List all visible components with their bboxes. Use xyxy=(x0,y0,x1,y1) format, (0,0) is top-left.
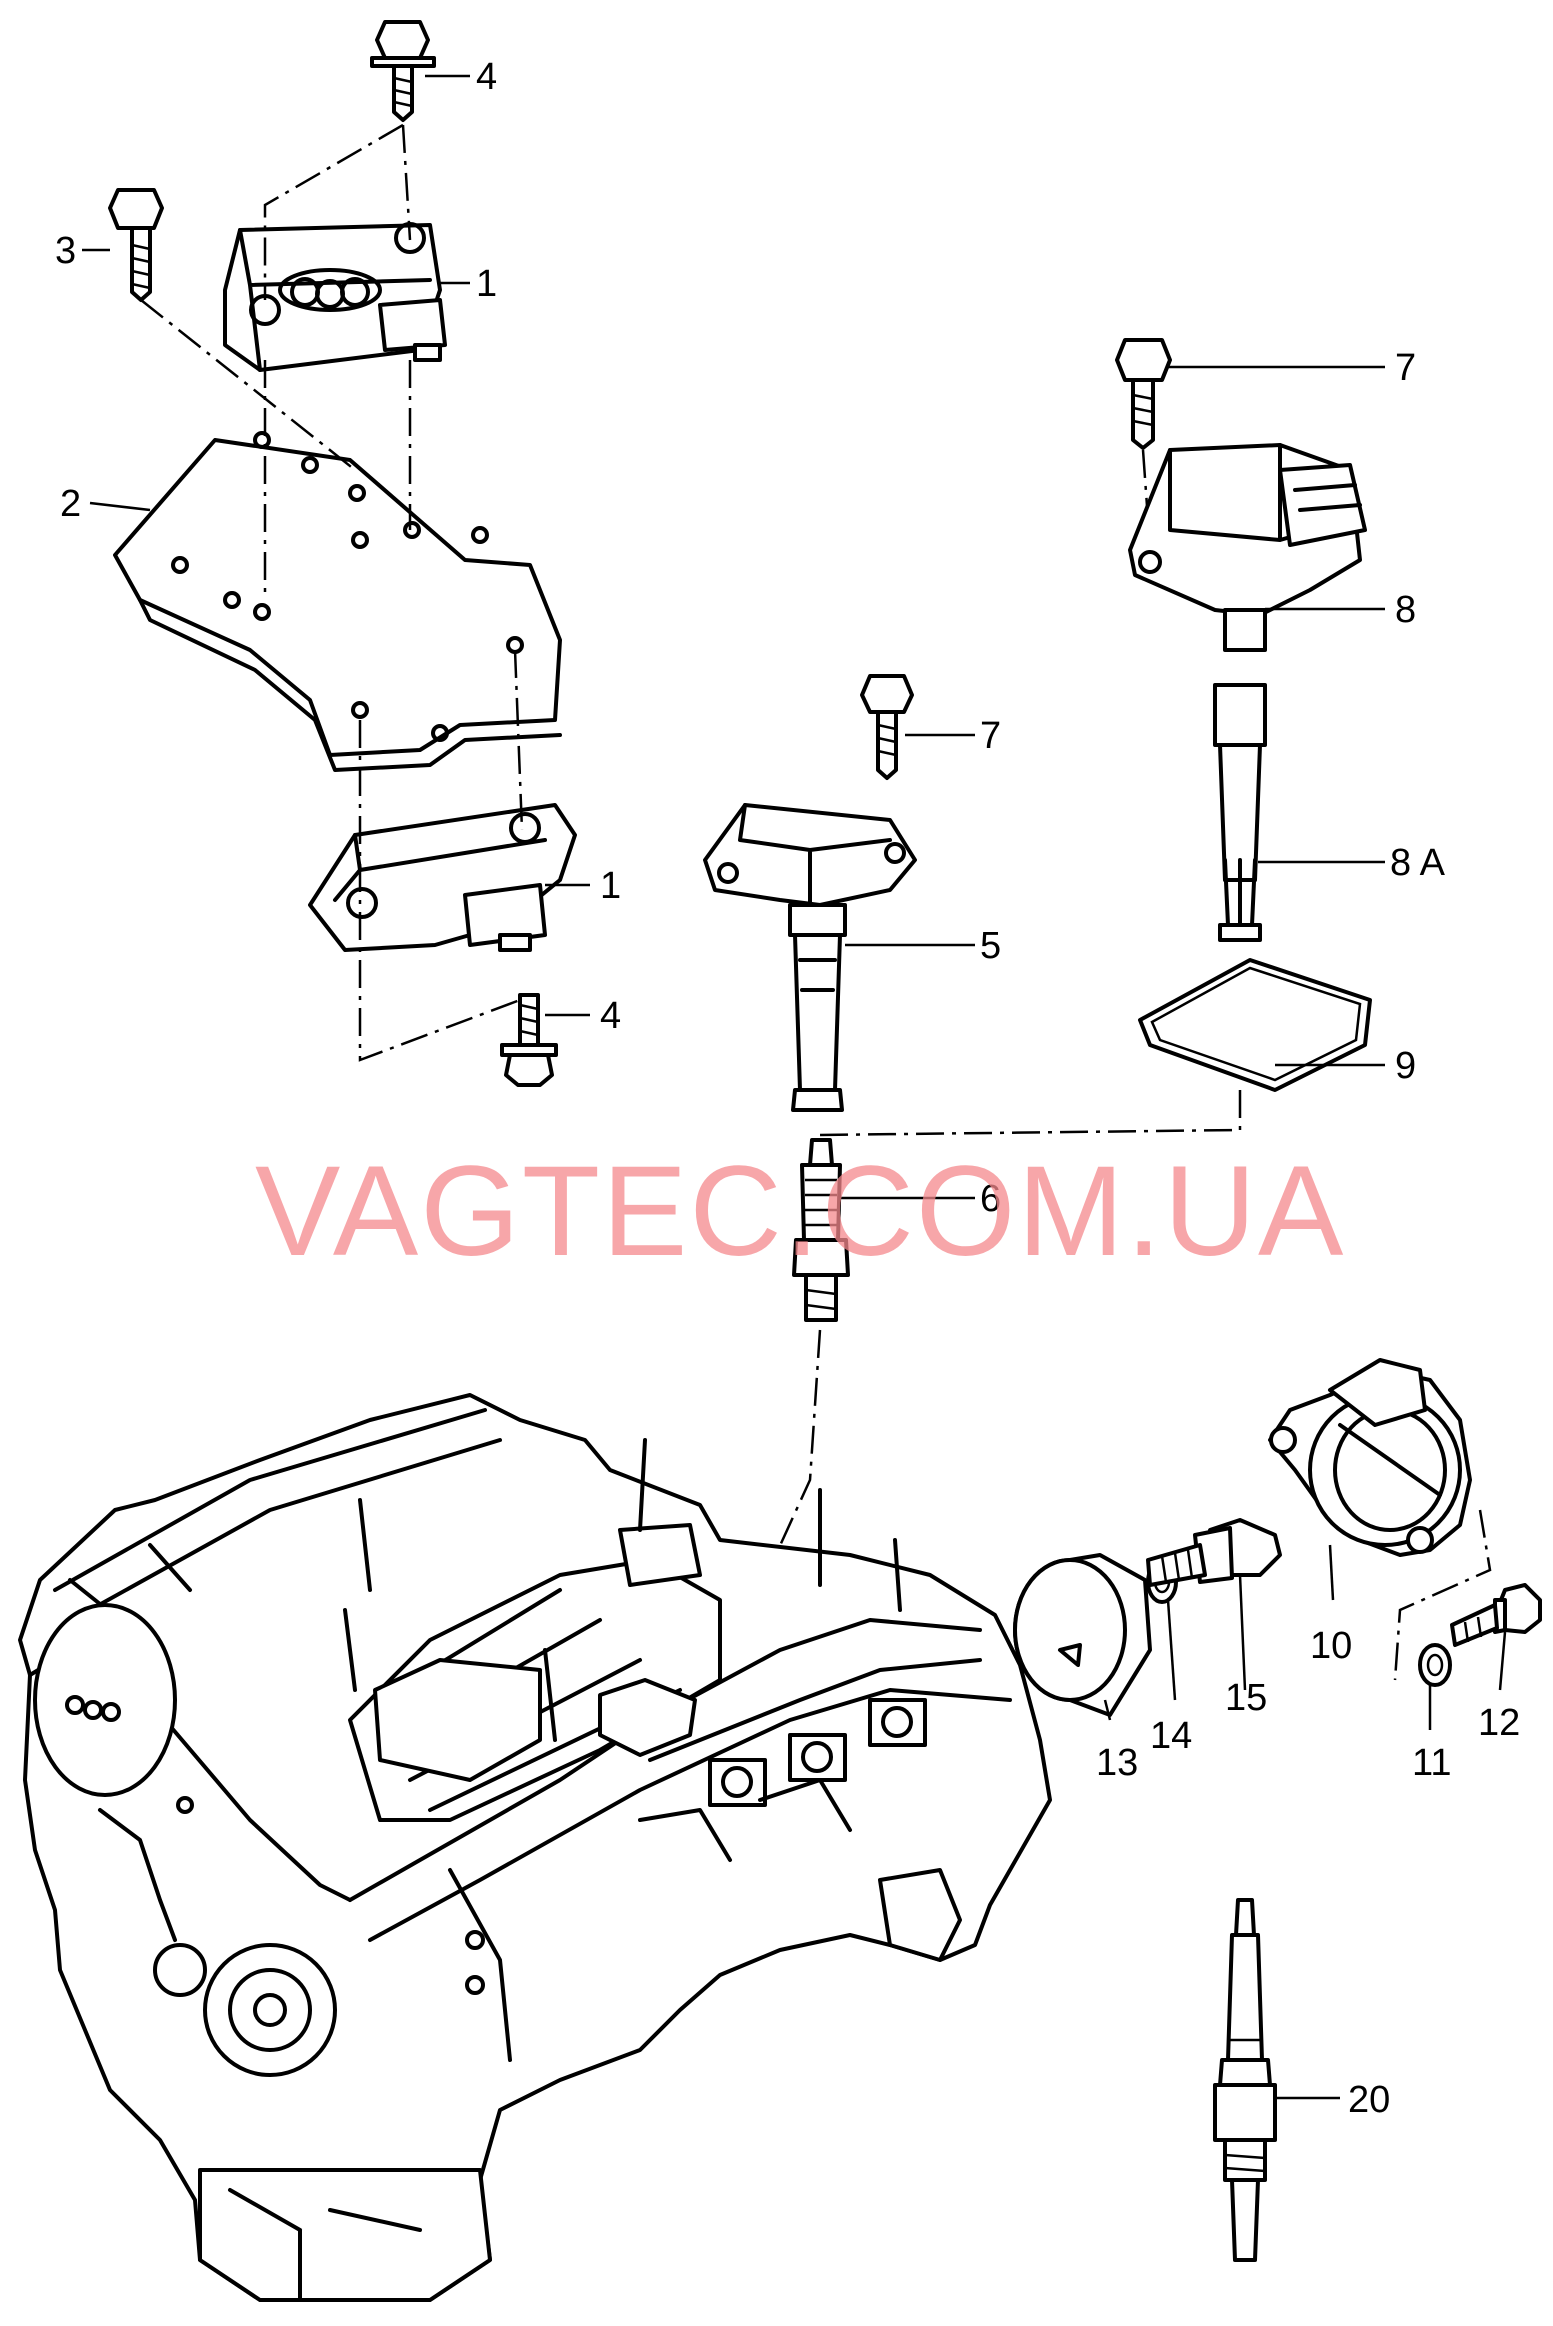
extension-8a[interactable] xyxy=(1213,683,1267,942)
bolt-7-right[interactable] xyxy=(1115,338,1172,450)
callout-14: 14 xyxy=(1150,1715,1192,1757)
bracket-10[interactable] xyxy=(1268,1358,1472,1557)
assembly-line xyxy=(1393,1509,1492,1681)
control-unit-1-lower[interactable] xyxy=(308,803,577,952)
callout-10: 10 xyxy=(1310,1625,1352,1667)
callout-1-lower: 1 xyxy=(600,865,621,907)
watermark-text: VAGTEC.COM.UA xyxy=(255,1140,1345,1283)
bolt-12[interactable] xyxy=(1450,1583,1542,1647)
callout-3: 3 xyxy=(55,230,76,272)
callout-8a: 8 A xyxy=(1390,842,1446,884)
mounting-bracket-2[interactable] xyxy=(113,431,562,772)
control-unit-1-top[interactable] xyxy=(223,222,447,372)
callout-4-lower: 4 xyxy=(600,995,621,1037)
callout-2: 2 xyxy=(60,483,81,525)
bolt-4-lower[interactable] xyxy=(500,993,558,1087)
callout-13: 13 xyxy=(1096,1742,1138,1784)
assembly-line xyxy=(401,124,412,241)
callout-12: 12 xyxy=(1478,1702,1520,1744)
bolt-15[interactable] xyxy=(1146,1518,1282,1587)
spark-plug-6[interactable] xyxy=(792,1138,850,1322)
callout-6: 6 xyxy=(980,1178,1001,1220)
assembly-line xyxy=(819,1090,1242,1137)
callout-7-middle: 7 xyxy=(980,715,1001,757)
callout-4-top: 4 xyxy=(476,56,497,98)
callout-15: 15 xyxy=(1225,1677,1267,1719)
assembly-line xyxy=(263,123,404,300)
ignition-coil-5[interactable] xyxy=(703,803,917,1112)
bolt-3[interactable] xyxy=(108,188,164,302)
callout-5: 5 xyxy=(980,925,1001,967)
callout-11: 11 xyxy=(1412,1742,1451,1784)
bolt-7-middle[interactable] xyxy=(860,674,914,780)
glow-plug-20[interactable] xyxy=(1213,1898,1277,2262)
leader-lines xyxy=(82,74,1507,2100)
pulley-13[interactable] xyxy=(1013,1553,1152,1717)
callout-9: 9 xyxy=(1395,1045,1416,1087)
engine-block xyxy=(18,1393,1052,2302)
callout-20: 20 xyxy=(1348,2079,1390,2121)
gasket-9[interactable] xyxy=(1138,958,1372,1092)
callout-7-right: 7 xyxy=(1395,347,1416,389)
callout-8: 8 xyxy=(1395,589,1416,631)
ignition-coil-8[interactable] xyxy=(1128,443,1367,652)
washer-11[interactable] xyxy=(1418,1643,1452,1687)
callout-1-top: 1 xyxy=(476,263,497,305)
assembly-line xyxy=(513,649,524,831)
assembly-line xyxy=(358,720,521,1062)
callout-labels: 4 1 3 2 1 4 7 5 6 7 8 8 A 9 10 13 14 15 … xyxy=(55,56,1520,2121)
bolt-4-top[interactable] xyxy=(370,20,436,122)
